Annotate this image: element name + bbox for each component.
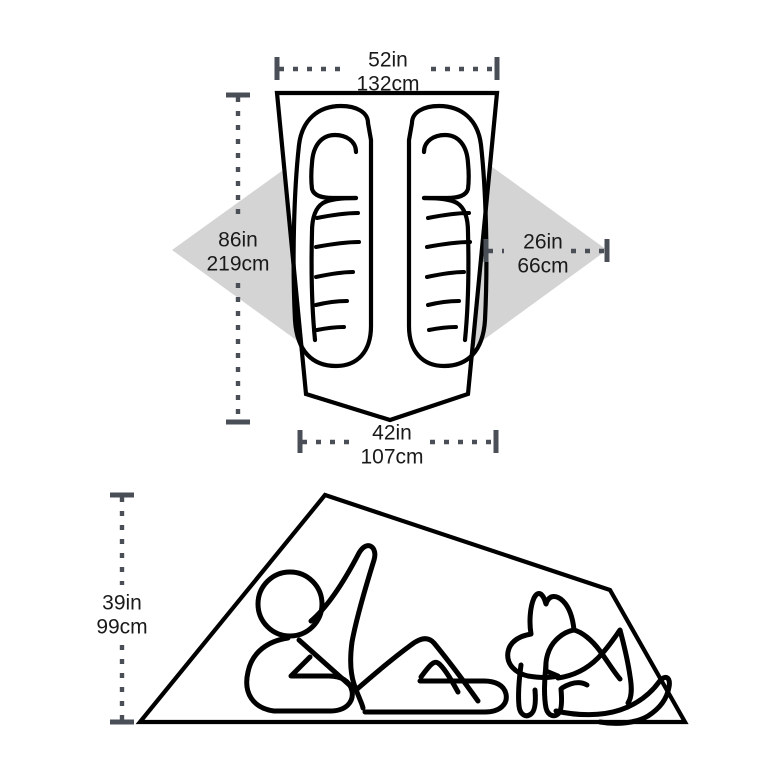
person-head (255, 569, 325, 639)
person-raised-arm (308, 543, 378, 711)
bag-baffle-left-5 (315, 325, 346, 332)
dim-label-width-top-imperial: 52in (368, 49, 408, 72)
bag-outer-left (291, 103, 374, 369)
dimension-length-left: 86in 219cm (206, 92, 270, 425)
tent-floor-plan: 52in 132cm 86in 219cm 26in 66cm (172, 49, 610, 469)
bag-baffle-left-3 (314, 270, 355, 279)
dog-figure (505, 591, 672, 726)
bag-baffle-left-2 (314, 240, 361, 249)
dog-back (555, 627, 634, 706)
tent-side-profile: 39in 99cm (96, 492, 689, 726)
dimension-width-bottom: 42in 107cm (297, 422, 499, 469)
bag-baffle-right-2 (425, 240, 472, 249)
tent-side-outline (135, 492, 689, 725)
dimension-vestibule-right: 26in 66cm (483, 231, 610, 278)
dim-label-length-metric: 219cm (206, 253, 269, 276)
dimension-peak-height: 39in 99cm (96, 492, 148, 725)
dim-label-width-top-metric: 132cm (356, 73, 419, 96)
dim-label-height-metric: 99cm (96, 616, 147, 639)
bag-baffle-right-4 (426, 299, 461, 307)
bag-baffle-left-1 (315, 211, 360, 220)
dim-label-vestibule-metric: 66cm (517, 255, 568, 278)
dimension-width-top: 52in 132cm (274, 49, 500, 96)
bag-baffle-right-5 (427, 325, 458, 332)
bag-hood-right (421, 132, 471, 201)
person-arm-lower (296, 637, 358, 693)
person-lower-leg (362, 678, 509, 715)
bag-hood-left (309, 132, 359, 201)
dog-tail-haunch (553, 674, 672, 726)
dog-paw-detail (559, 680, 590, 691)
dim-label-height-imperial: 39in (102, 592, 142, 615)
dog-chest (571, 627, 623, 682)
bag-inner-right (421, 195, 471, 343)
dim-label-width-bottom-imperial: 42in (372, 422, 412, 445)
sleeping-bag-left (291, 103, 374, 369)
person-figure (244, 543, 509, 715)
dim-label-length-imperial: 86in (218, 229, 258, 252)
bag-inner-left (309, 195, 359, 343)
bag-baffle-right-1 (426, 211, 471, 220)
bag-baffle-left-4 (314, 299, 349, 307)
dim-label-vestibule-imperial: 26in (523, 231, 563, 254)
dim-label-width-bottom-metric: 107cm (360, 446, 423, 469)
dog-foreleg-2 (542, 662, 565, 719)
bag-baffle-right-3 (425, 270, 466, 279)
person-thigh (353, 636, 481, 704)
dog-foreleg-1 (516, 662, 538, 719)
